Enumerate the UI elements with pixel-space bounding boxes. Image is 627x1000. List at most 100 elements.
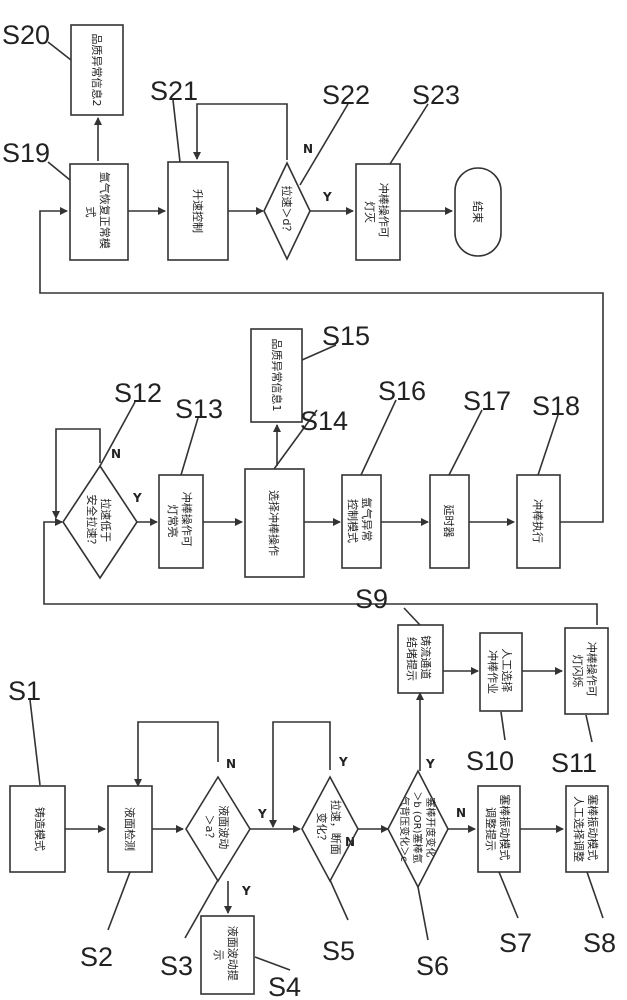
step-label-s20: S20 [2,20,50,50]
svg-text:液面波动提 示: 液面波动提 示 [212,926,240,985]
node-s8-line-1: 塞棒振动模式 [586,794,600,860]
node-s8-line-2: 人工选择调整 [572,796,586,862]
step-label-s6: S6 [416,951,449,981]
branch-label-s12-n: N [111,447,121,461]
arrow-s3-loop-n [138,722,218,786]
node-s8: 塞棒振动模式 人工选择调整 [566,786,608,872]
step-label-s12: S12 [114,378,162,408]
node-s10-line-1: 人工选择 [500,648,514,692]
node-s18: 冲棒执行 [517,475,560,568]
step-label-s21: S21 [150,76,198,106]
step-label-s22: S22 [322,80,370,110]
node-s9-line-1: 铸流通道 [419,635,433,679]
svg-text:塞棒开度变化 ＞b (OR)塞棒氩: 塞棒开度变化 ＞b (OR)塞棒氩 气背压变化＞c [398,791,437,866]
step-label-s23: S23 [412,80,460,110]
node-s10: 人工选择 冲棒作业 [480,633,522,711]
node-s23: 冲棒操作可 灯灭 [356,164,400,260]
node-s19-line-1: 氩气恢复正常模 [98,172,112,249]
node-s19-line-2: 式 [84,207,97,218]
step-label-s14: S14 [300,406,348,436]
node-s7-line-2: 调整提示 [484,807,498,851]
svg-text:冲棒操作可 灯常亮: 冲棒操作可 灯常亮 [166,492,194,551]
node-s5-line-2: 变化？ [315,813,329,846]
svg-text:塞棒振动模式 调整提示: 塞棒振动模式 调整提示 [484,794,512,864]
svg-text:液面波动 ＞a？: 液面波动 ＞a？ [203,805,231,853]
node-end: 结束 [455,168,501,256]
svg-text:升速控制: 升速控制 [191,189,205,233]
node-s12-line-2: 安全拉速？ [85,495,99,550]
step-label-s1: S1 [8,676,41,706]
svg-text:液面检测: 液面检测 [123,807,137,851]
node-s5-line-1: 拉速，断面 [329,800,343,855]
step-label-s2: S2 [80,942,113,972]
node-s15: 品质异常信息1 [251,329,302,422]
node-s18-line-1: 冲棒执行 [531,499,545,543]
svg-text:氩气异常 控制模式: 氩气异常 控制模式 [346,497,374,545]
branch-label-s22-y: Y [322,190,332,204]
node-s14: 选择冲棒操作 [245,469,304,577]
step-label-s10: S10 [466,746,514,776]
node-s22-line-1: 拉速＞d？ [280,186,294,237]
node-s12-line-1: 拉速低于 [99,498,113,542]
branch-label-s6-y: Y [425,757,435,771]
node-s21-line-1: 升速控制 [191,189,205,233]
svg-text:冲棒执行: 冲棒执行 [531,499,545,543]
svg-text:塞棒振动模式 人工选择调整: 塞棒振动模式 人工选择调整 [572,794,600,864]
branch-label-s3-n: N [226,757,236,771]
node-s11-line-1: 冲棒操作可 [585,642,599,697]
svg-text:品质异常信息2: 品质异常信息2 [90,34,104,107]
node-s3: 液面波动 ＞a？ [186,777,250,881]
node-s1-line-1: 铸造模式 [33,807,47,851]
node-end-line-1: 结束 [471,201,484,223]
branch-label-s12-y: Y [132,491,142,505]
node-s16: 氩气异常 控制模式 [342,475,381,568]
node-s5: 拉速，断面 变化？ [302,777,358,881]
branch-label-s6-n: N [456,806,466,820]
step-label-s16: S16 [378,376,426,406]
step-label-s18: S18 [532,391,580,421]
svg-text:冲棒操作可 灯灭: 冲棒操作可 灯灭 [363,183,391,242]
node-s9-line-2: 结堵提示 [405,637,419,681]
node-s22: 拉速＞d？ [264,163,310,259]
node-s11-line-2: 灯闪烁 [571,655,585,688]
svg-text:选择冲棒操作: 选择冲棒操作 [267,490,281,556]
node-s4: 液面波动提 示 [201,916,254,994]
node-s6: 塞棒开度变化 ＞b (OR)塞棒氩 气背压变化＞c [388,771,448,887]
node-s2-line-1: 液面检测 [123,807,137,851]
arrow-s22-loop-n [197,104,287,160]
node-s6-line-1: 塞棒开度变化 [424,797,437,857]
node-s13: 冲棒操作可 灯常亮 [159,475,203,568]
branch-label-s3-y2: Y [257,807,267,821]
svg-text:铸流通道 结堵提示: 铸流通道 结堵提示 [405,635,433,683]
node-s6-line-2: ＞b (OR)塞棒氩 [411,791,424,863]
node-s1: 铸造模式 [10,786,65,872]
node-s11: 冲棒操作可 灯闪烁 [565,628,608,714]
svg-text:品质异常信息1: 品质异常信息1 [270,339,284,412]
branch-label-s5-y: Y [338,755,348,769]
node-s9: 铸流通道 结堵提示 [398,625,443,693]
node-s2: 液面检测 [108,786,152,872]
node-s7: 塞棒振动模式 调整提示 [478,786,520,872]
node-s21: 升速控制 [168,162,228,260]
arrow-s5-loop-n [273,722,330,827]
svg-text:冲棒操作可 灯闪烁: 冲棒操作可 灯闪烁 [571,642,599,701]
node-s13-line-2: 灯常亮 [166,505,180,538]
node-s12: 拉速低于 安全拉速？ [63,466,137,578]
node-s16-line-2: 控制模式 [346,499,360,543]
svg-text:人工选择 冲棒作业: 人工选择 冲棒作业 [486,648,514,696]
node-s3-line-1: 液面波动 [217,805,231,849]
node-s20: 品质异常信息2 [71,25,123,115]
node-s23-line-2: 灯灭 [363,201,376,223]
node-s14-line-1: 选择冲棒操作 [267,490,281,556]
node-s23-line-1: 冲棒操作可 [377,183,391,238]
node-s17: 延时器 [430,475,469,568]
step-label-s8: S8 [583,928,616,958]
node-s15-line-1: 品质异常信息1 [270,339,284,412]
step-label-s4: S4 [268,972,301,1000]
step-label-s15: S15 [322,321,370,351]
step-label-s7: S7 [499,928,532,958]
step-label-s5: S5 [322,936,355,966]
step-label-s13: S13 [175,394,223,424]
step-label-s11: S11 [551,748,597,778]
